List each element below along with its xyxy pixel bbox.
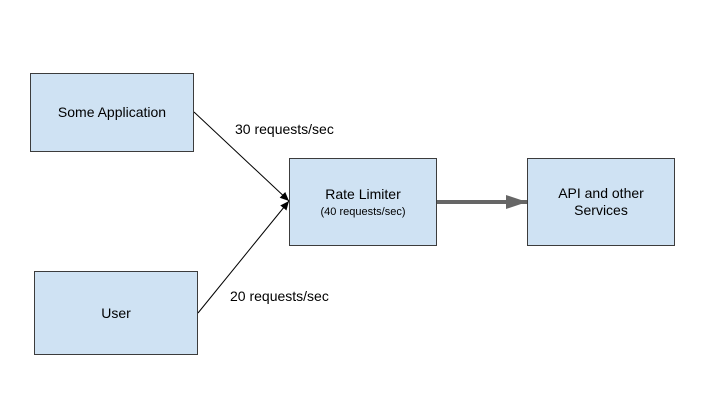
api-services-node: API and other Services bbox=[527, 158, 675, 246]
application-node-label: Some Application bbox=[57, 104, 167, 120]
arrow-user-to-rate-limiter bbox=[197, 200, 290, 314]
user-node: User bbox=[34, 271, 198, 355]
api-services-node-label: API and other Services bbox=[558, 185, 644, 218]
user-node-label: User bbox=[101, 304, 131, 321]
user-rate-label: 20 requests/sec bbox=[230, 288, 329, 304]
rate-limiter-node-label: Rate Limiter bbox=[325, 185, 401, 202]
application-node: Some Application bbox=[30, 73, 194, 152]
rate-limiter-node: Rate Limiter (40 requests/sec) bbox=[289, 158, 437, 246]
rate-limiter-capacity-label: (40 requests/sec) bbox=[320, 205, 406, 218]
arrow-application-to-rate-limiter bbox=[193, 111, 290, 202]
application-rate-label: 30 requests/sec bbox=[235, 121, 334, 137]
